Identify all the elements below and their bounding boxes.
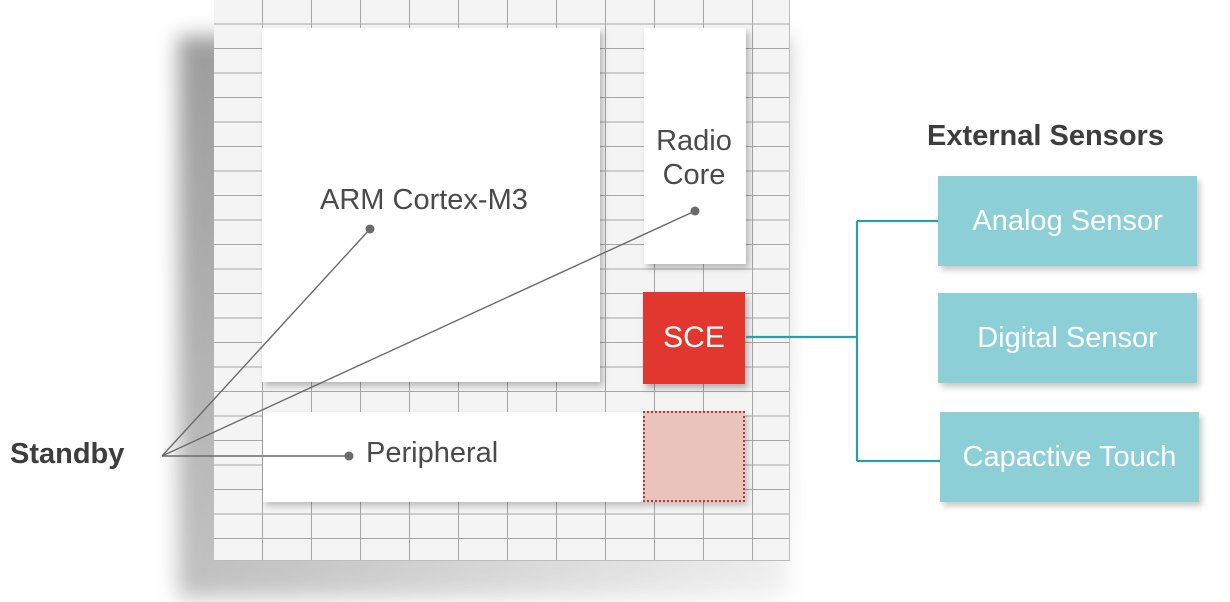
sce-block: SCE — [643, 292, 745, 384]
analog-sensor-box: Analog Sensor — [938, 176, 1197, 266]
peripheral-label: Peripheral — [366, 437, 499, 469]
arm-cortex-m3-label: ARM Cortex-M3 — [320, 184, 528, 216]
standby-label: Standby — [10, 438, 125, 470]
capacitive-touch-box: Capactive Touch — [940, 412, 1199, 502]
radio-core-label-line2: Core — [662, 159, 726, 191]
analog-sensor-label: Analog Sensor — [972, 204, 1163, 237]
digital-sensor-label: Digital Sensor — [977, 321, 1158, 354]
sce-label: SCE — [663, 321, 725, 354]
radio-core-label: Radio Core — [646, 124, 742, 192]
external-sensors-title: External Sensors — [927, 120, 1164, 152]
radio-core-label-line1: Radio — [656, 125, 732, 157]
capacitive-touch-label: Capactive Touch — [962, 440, 1177, 473]
digital-sensor-box: Digital Sensor — [938, 293, 1197, 383]
sce-standby-ghost — [643, 411, 745, 502]
